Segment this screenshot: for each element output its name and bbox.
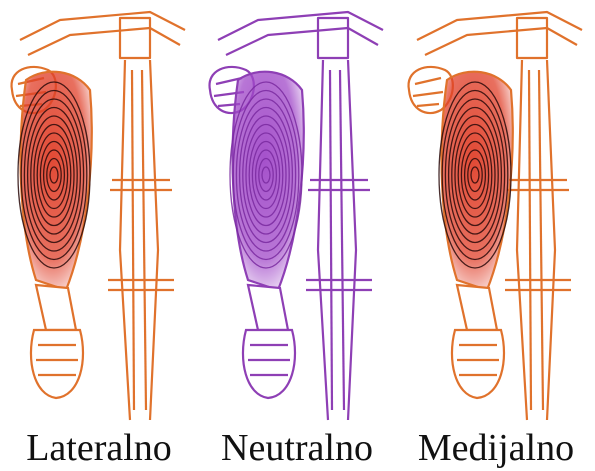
label-medial: Medijalno [397, 426, 595, 471]
shin-and-shoe [31, 285, 83, 398]
shin-and-shoe [452, 285, 504, 398]
label-neutral: Neutralno [198, 426, 396, 471]
thigh-muscle [439, 72, 513, 290]
lateral-knee-figure [0, 0, 198, 430]
shin-and-shoe [243, 285, 295, 398]
thigh-muscle [18, 72, 92, 290]
leg-illustration [198, 0, 396, 430]
thigh-muscle [230, 72, 304, 290]
leg-illustration [397, 0, 595, 430]
label-lateral: Lateralno [0, 426, 198, 471]
neutral-knee-figure [198, 0, 396, 430]
medial-knee-figure [397, 0, 595, 430]
leg-illustration [0, 0, 198, 430]
